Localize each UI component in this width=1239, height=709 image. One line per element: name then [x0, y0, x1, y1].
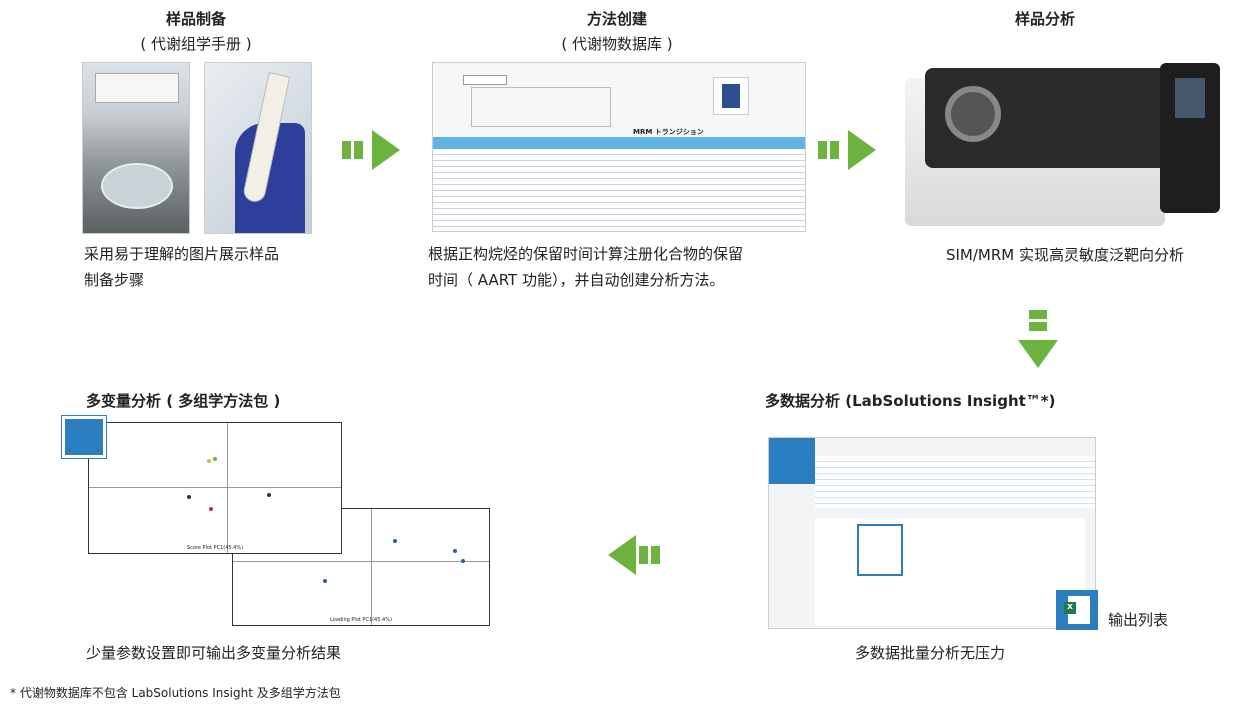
method-caption-line2: 时间（ AART 功能），并自动创建分析方法。 — [428, 271, 725, 289]
arrow-down-icon — [1018, 310, 1058, 370]
footnote: * 代谢物数据库不包含 LabSolutions Insight 及多组学方法包 — [10, 686, 341, 700]
excel-export-icon[interactable]: x — [1056, 590, 1098, 630]
report-icon — [713, 77, 749, 115]
score-plot: Score Plot PC1(45.4%) — [88, 422, 342, 554]
multivariate-title: 多变量分析 ( 多组学方法包 ) — [86, 392, 281, 410]
analysis-caption: SIM/MRM 实现高灵敏度泛靶向分析 — [945, 246, 1185, 264]
export-label: 输出列表 — [1108, 611, 1169, 629]
prep-subtitle: ( 代谢组学手册 ) — [140, 35, 252, 53]
arrow-left-icon — [608, 535, 666, 575]
multivariate-caption: 少量参数设置即可输出多变量分析结果 — [86, 644, 342, 662]
multidata-caption: 多数据批量分析无压力 — [854, 644, 1005, 662]
multiomics-app-icon — [61, 415, 107, 459]
method-caption-line1: 根据正构烷烃的保留时间计算注册化合物的保留 — [428, 245, 744, 263]
method-title: 方法创建 — [586, 10, 647, 28]
method-subtitle: ( 代谢物数据库 ) — [561, 35, 673, 53]
prep-caption-line2: 制备步骤 — [84, 271, 145, 289]
prep-caption-line1: 采用易于理解的图片展示样品 — [84, 245, 280, 263]
instrument-image — [905, 58, 1223, 226]
arrow-right-icon — [818, 130, 876, 170]
prep-title: 样品制备 — [165, 10, 226, 28]
arrow-right-icon — [342, 130, 400, 170]
multidata-title: 多数据分析 (LabSolutions Insight™*) — [765, 392, 1056, 410]
score-xlabel: Score Plot PC1(45.4%) — [186, 545, 244, 551]
insight-screenshot — [768, 437, 1096, 629]
loading-xlabel: Loading Plot PC1(45.4%) — [330, 617, 392, 623]
sheet-title: MRM トランジション — [633, 128, 704, 136]
analysis-title: 样品分析 — [1014, 10, 1075, 28]
sample-prep-photo-1 — [82, 62, 190, 234]
insight-app-icon — [769, 438, 815, 484]
method-database-screenshot: MRM トランジション — [432, 62, 806, 232]
sample-prep-photo-2 — [204, 62, 312, 234]
